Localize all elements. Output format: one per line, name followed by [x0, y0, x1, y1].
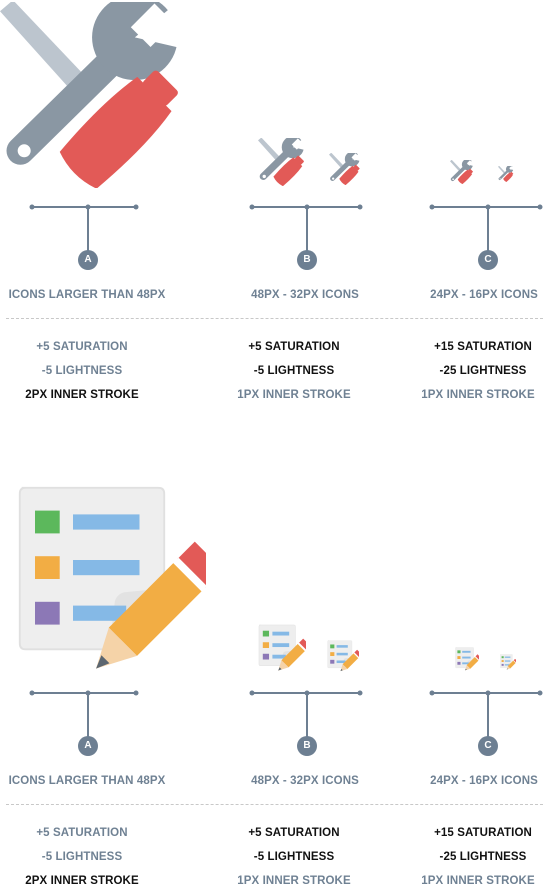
connector-c: [429, 204, 543, 252]
spec-b-stroke: 1PX INNER STROKE: [237, 389, 351, 401]
tools-icon-24: [450, 160, 474, 184]
spec-c-saturation: +15 SATURATION: [434, 341, 532, 353]
tools-icon-32: [329, 153, 361, 185]
checklist-edit-icon-16: [500, 654, 516, 670]
spec-a-lightness: -5 LIGHTNESS: [41, 851, 123, 863]
badge-a: A: [78, 736, 98, 756]
connector-a: [29, 204, 139, 252]
checklist-edit-icon-24: [455, 647, 479, 671]
caption-a: ICONS LARGER THAN 48PX: [8, 775, 166, 787]
spec-b-lightness: -5 LIGHTNESS: [253, 851, 335, 863]
connector-b: [249, 204, 363, 252]
icon-section-checklist: A B C ICONS LARGER THAN 48PX 48PX - 32PX…: [0, 466, 543, 887]
connector-a: [29, 690, 139, 738]
checklist-edit-icon-32: [327, 640, 359, 672]
caption-c: 24PX - 16PX ICONS: [430, 775, 538, 787]
spec-a-saturation: +5 SATURATION: [36, 341, 128, 353]
caption-a: ICONS LARGER THAN 48PX: [8, 289, 166, 301]
spec-b-stroke: 1PX INNER STROKE: [237, 875, 351, 887]
tools-icon-48: [258, 138, 306, 186]
spec-c-stroke: 1PX INNER STROKE: [421, 875, 535, 887]
badge-c: C: [478, 250, 498, 270]
tools-icon-16: [498, 166, 514, 182]
caption-b: 48PX - 32PX ICONS: [251, 775, 359, 787]
dashed-divider: [6, 318, 543, 319]
badge-b: B: [297, 736, 317, 756]
connector-c: [429, 690, 543, 738]
checklist-edit-icon-48: [258, 624, 306, 672]
connector-b: [249, 690, 363, 738]
tools-icon-large: [0, 2, 186, 188]
dashed-divider: [6, 804, 543, 805]
caption-b: 48PX - 32PX ICONS: [251, 289, 359, 301]
badge-c: C: [478, 736, 498, 756]
spec-c-lightness: -25 LIGHTNESS: [439, 851, 527, 863]
spec-b-saturation: +5 SATURATION: [248, 341, 340, 353]
spec-b-saturation: +5 SATURATION: [248, 827, 340, 839]
checklist-edit-icon-large: [16, 484, 206, 674]
badge-b: B: [297, 250, 317, 270]
spec-a-stroke: 2PX INNER STROKE: [25, 389, 139, 401]
spec-a-stroke: 2PX INNER STROKE: [25, 875, 139, 887]
spec-a-saturation: +5 SATURATION: [36, 827, 128, 839]
spec-c-stroke: 1PX INNER STROKE: [421, 389, 535, 401]
spec-a-lightness: -5 LIGHTNESS: [41, 365, 123, 377]
spec-c-saturation: +15 SATURATION: [434, 827, 532, 839]
badge-a: A: [78, 250, 98, 270]
caption-c: 24PX - 16PX ICONS: [430, 289, 538, 301]
spec-c-lightness: -25 LIGHTNESS: [439, 365, 527, 377]
spec-b-lightness: -5 LIGHTNESS: [253, 365, 335, 377]
icon-section-tools: A B C ICONS LARGER THAN 48PX 48PX - 32PX…: [0, 0, 543, 420]
